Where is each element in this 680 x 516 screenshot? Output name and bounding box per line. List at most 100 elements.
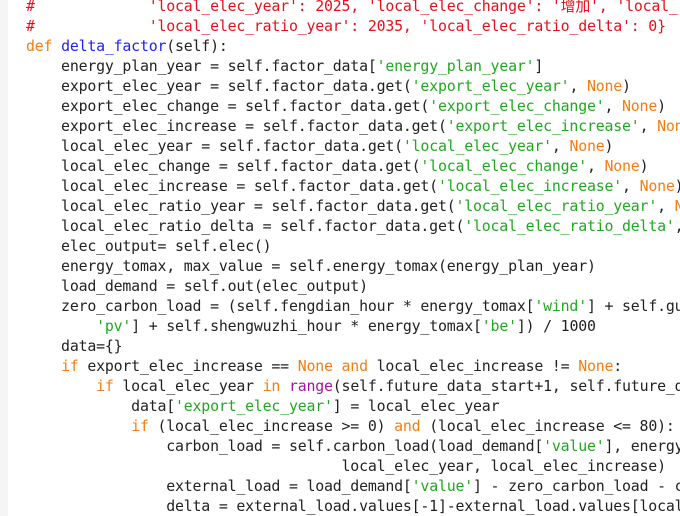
- code-line[interactable]: external_load = load_demand['value'] - z…: [26, 476, 680, 496]
- editor-gutter: [0, 0, 8, 516]
- code-token: 'local_elec_ratio_year': [455, 197, 658, 215]
- code-line[interactable]: if export_elec_increase == None and loca…: [26, 356, 680, 376]
- code-token: None: [297, 357, 333, 375]
- code-token: None: [569, 137, 605, 155]
- code-line[interactable]: data['export_elec_year'] = local_elec_ye…: [26, 396, 680, 416]
- code-token: if: [131, 417, 149, 435]
- code-token: (self):: [166, 37, 228, 55]
- code-token: zero_carbon_load = (self.fengdian_hour *…: [26, 297, 535, 315]
- code-token: data={}: [26, 337, 123, 355]
- code-token: and: [341, 357, 368, 375]
- code-area[interactable]: # 'local_elec_year': 2025, 'local_elec_c…: [26, 0, 680, 516]
- code-token: export_elec_increase ==: [78, 357, 298, 375]
- code-token: external_load = load_demand[: [26, 477, 412, 495]
- code-token: ): [639, 157, 649, 175]
- code-token: export_elec_increase = self.factor_data.…: [26, 117, 447, 135]
- code-token: and: [394, 417, 421, 435]
- code-line[interactable]: local_elec_change = self.factor_data.get…: [26, 156, 680, 176]
- code-token: 'energy_plan_year': [376, 57, 535, 75]
- code-token: export_elec_year = self.factor_data.get(: [26, 77, 412, 95]
- code-token: [333, 357, 342, 375]
- code-token: ): [604, 137, 614, 155]
- code-token: ,: [551, 137, 570, 155]
- code-token: ] - zero_carbon_load - carbon_load: [473, 477, 680, 495]
- code-token: local_elec_year: [113, 377, 263, 395]
- code-token: data[: [26, 397, 176, 415]
- code-token: elec_output= self.elec(): [26, 237, 272, 255]
- code-token: if: [96, 377, 114, 395]
- code-line[interactable]: local_elec_year, local_elec_increase): [26, 456, 680, 476]
- code-token: delta = external_load.values[-1]-externa…: [166, 497, 680, 515]
- code-line[interactable]: energy_plan_year = self.factor_data['ene…: [26, 56, 680, 76]
- code-line[interactable]: export_elec_change = self.factor_data.ge…: [26, 96, 680, 116]
- code-line[interactable]: data={}: [26, 336, 680, 356]
- code-token: 'value': [543, 437, 605, 455]
- code-token: ): [675, 177, 680, 195]
- code-token: 'value': [411, 477, 474, 495]
- code-line[interactable]: local_elec_year = self.factor_data.get('…: [26, 136, 680, 156]
- code-line[interactable]: if (local_elec_increase >= 0) and (local…: [26, 416, 680, 436]
- code-token: 'be': [481, 317, 517, 335]
- code-token: def: [26, 37, 62, 55]
- code-token: energy_tomax, max_value = self.energy_to…: [26, 257, 596, 275]
- code-token: local_elec_year = self.factor_data.get(: [26, 137, 403, 155]
- code-line[interactable]: load_demand = self.out(elec_output): [26, 276, 680, 296]
- code-token: energy_plan_year = self.factor_data[: [26, 57, 377, 75]
- code-token: None: [604, 157, 640, 175]
- code-line[interactable]: delta = external_load.values[-1]-externa…: [26, 496, 680, 516]
- code-token: 'local_elec_change': [420, 157, 587, 175]
- code-token: None: [674, 197, 680, 215]
- code-line[interactable]: energy_tomax, max_value = self.energy_to…: [26, 256, 680, 276]
- code-token: ): [622, 77, 631, 95]
- code-line[interactable]: local_elec_increase = self.factor_data.g…: [26, 176, 680, 196]
- code-token: in: [262, 377, 281, 395]
- code-token: local_elec_change = self.factor_data.get…: [26, 157, 421, 175]
- code-token: load_demand = self.out(elec_output): [26, 277, 368, 295]
- code-token: carbon_load = self.carbon_load(load_dema…: [26, 437, 544, 455]
- code-line[interactable]: export_elec_year = self.factor_data.get(…: [26, 76, 680, 96]
- code-token: range: [288, 377, 333, 395]
- code-token: export_elec_change = self.factor_data.ge…: [26, 97, 430, 115]
- code-token: ,: [622, 177, 640, 195]
- code-token: None: [639, 177, 675, 195]
- code-token: 'local_elec_year': [402, 137, 552, 155]
- code-token: ,: [586, 157, 605, 175]
- code-token: [26, 317, 96, 335]
- code-token: ]) / 1000: [516, 317, 596, 335]
- code-line[interactable]: local_elec_ratio_delta = self.factor_dat…: [26, 216, 680, 236]
- code-line[interactable]: zero_carbon_load = (self.fengdian_hour *…: [26, 296, 680, 316]
- code-line[interactable]: if local_elec_year in range(self.future_…: [26, 376, 680, 396]
- code-token: ], energy_tomax,: [604, 437, 680, 455]
- code-token: 'export_elec_change': [429, 97, 605, 115]
- code-token: None: [586, 77, 623, 95]
- code-token: (self.future_data_start+1, self.future_d…: [332, 377, 680, 395]
- code-token: delta_factor: [61, 37, 167, 55]
- code-line[interactable]: elec_output= self.elec(): [26, 236, 680, 256]
- code-token: ): [657, 97, 666, 115]
- code-line[interactable]: carbon_load = self.carbon_load(load_dema…: [26, 436, 680, 456]
- code-token: :: [613, 357, 623, 375]
- code-line[interactable]: export_elec_increase = self.factor_data.…: [26, 116, 680, 136]
- code-token: local_elec_ratio_delta = self.factor_dat…: [26, 217, 465, 235]
- code-token: # 'local_elec_year': 2025, 'local_elec_c…: [26, 0, 678, 15]
- code-token: 'wind': [534, 297, 587, 315]
- code-line[interactable]: 'pv'] + self.shengwuzhi_hour * energy_to…: [26, 316, 680, 336]
- code-token: None: [578, 357, 614, 375]
- code-token: ]: [534, 57, 544, 75]
- code-token: 'local_elec_ratio_delta': [464, 217, 675, 235]
- code-token: ,: [604, 97, 623, 115]
- code-token: (local_elec_increase >= 0): [148, 417, 395, 435]
- code-line[interactable]: # 'local_elec_ratio_year': 2035, 'local_…: [26, 16, 680, 36]
- code-token: 'export_elec_increase': [446, 117, 640, 135]
- code-token: local_elec_increase = self.factor_data.g…: [26, 177, 438, 195]
- code-line[interactable]: def delta_factor(self):: [26, 36, 680, 56]
- code-token: ] = local_elec_year: [332, 397, 500, 415]
- code-token: None: [657, 117, 680, 135]
- code-token: local_elec_increase !=: [367, 357, 579, 375]
- code-token: ] + self.shengwuzhi_hour * energy_tomax[: [131, 317, 482, 335]
- code-line[interactable]: local_elec_ratio_year = self.factor_data…: [26, 196, 680, 216]
- code-token: if: [61, 357, 79, 375]
- code-line[interactable]: # 'local_elec_year': 2025, 'local_elec_c…: [26, 0, 680, 16]
- code-token: 'pv': [96, 317, 132, 335]
